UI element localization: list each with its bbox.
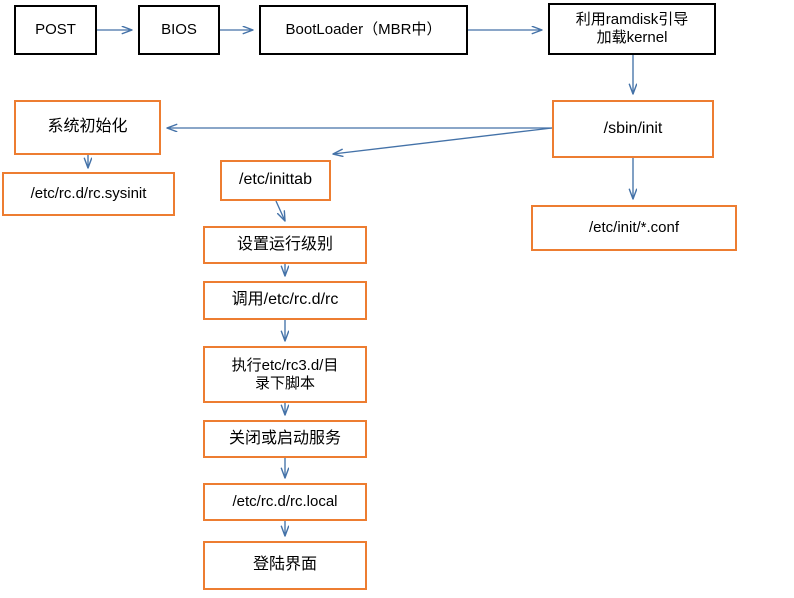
node-sysinit[interactable]: 系统初始化 (14, 100, 161, 155)
node-callrc[interactable]: 调用/etc/rc.d/rc (203, 281, 367, 320)
node-initconf[interactable]: /etc/init/*.conf (531, 205, 737, 251)
node-bios[interactable]: BIOS (138, 5, 220, 55)
edge-sbininit-to-inittab (333, 127, 553, 154)
node-sbininit[interactable]: /sbin/init (552, 100, 714, 158)
node-runlevel[interactable]: 设置运行级别 (203, 226, 367, 264)
node-login[interactable]: 登陆界面 (203, 541, 367, 590)
node-inittab[interactable]: /etc/inittab (220, 160, 331, 201)
node-rcsysinit[interactable]: /etc/rc.d/rc.sysinit (2, 172, 175, 216)
node-services[interactable]: 关闭或启动服务 (203, 420, 367, 458)
node-rclocal[interactable]: /etc/rc.d/rc.local (203, 483, 367, 521)
node-ramdisk[interactable]: 利用ramdisk引导 加载kernel (548, 3, 716, 55)
node-bootloader[interactable]: BootLoader（MBR中） (259, 5, 468, 55)
node-post[interactable]: POST (14, 5, 97, 55)
node-rc3d[interactable]: 执行etc/rc3.d/目 录下脚本 (203, 346, 367, 403)
edge-inittab-to-runlevel (275, 200, 285, 221)
